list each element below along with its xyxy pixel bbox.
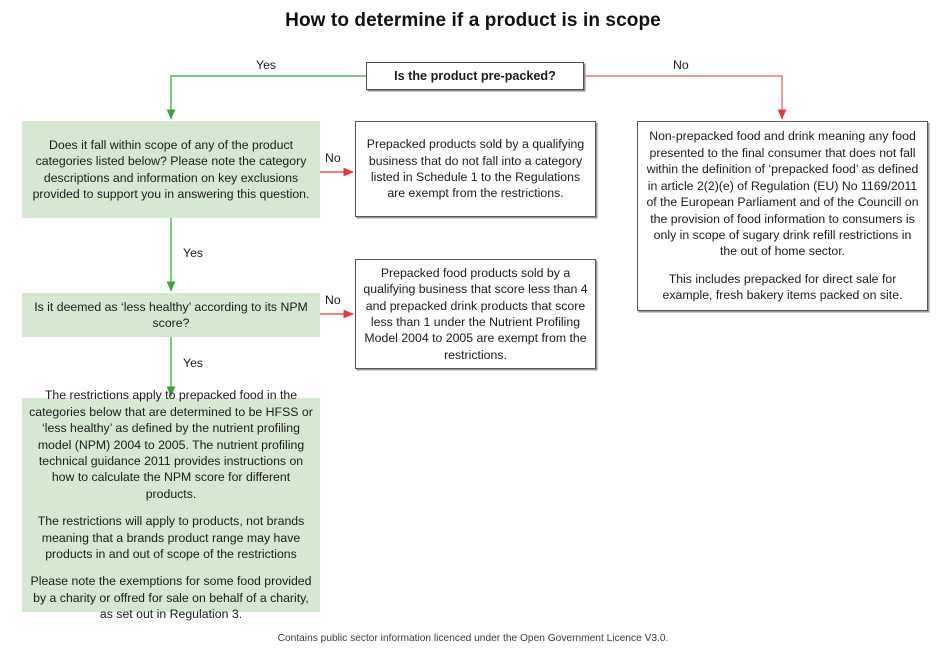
edge-label-scope-yes: Yes (183, 246, 204, 260)
edge-start-no (584, 75, 787, 120)
edge-label-start-yes: Yes (256, 58, 277, 72)
node-non-prepacked[interactable]: Non-prepacked food and drink meaning any… (637, 121, 928, 311)
node-restrictions-paragraph-2: The restrictions will apply to products,… (37, 514, 305, 562)
node-scope-question-label: Does it fall within scope of any of the … (32, 137, 310, 201)
node-start-is-product-prepacked[interactable]: Is the product pre-packed? (366, 62, 584, 90)
node-restrictions-paragraph-3: Please note the exemptions for some food… (30, 574, 312, 622)
node-non-prepacked-paragraph-2: This includes prepacked for direct sale … (662, 271, 903, 303)
edge-label-scope-no: No (325, 151, 341, 165)
edge-label-npm-no: No (325, 293, 341, 307)
node-non-prepacked-paragraph-1: Non-prepacked food and drink meaning any… (646, 129, 919, 259)
node-npm-question[interactable]: Is it deemed as ‘less healthy’ according… (22, 293, 320, 337)
node-scope-question[interactable]: Does it fall within scope of any of the … (22, 121, 320, 218)
node-restrictions-apply[interactable]: The restrictions apply to prepacked food… (22, 388, 320, 621)
node-start-label: Is the product pre-packed? (394, 68, 556, 83)
node-exempt-schedule-1-label: Prepacked products sold by a qualifying … (366, 137, 585, 201)
node-exempt-schedule-1[interactable]: Prepacked products sold by a qualifying … (355, 121, 596, 217)
node-restrictions-paragraph-1: The restrictions apply to prepacked food… (29, 388, 313, 501)
node-exempt-npm-label: Prepacked food products sold by a qualif… (363, 265, 588, 362)
footer-licence-text: Contains public sector information licen… (277, 633, 669, 644)
page-title: How to determine if a product is in scop… (285, 10, 661, 31)
node-exempt-npm[interactable]: Prepacked food products sold by a qualif… (355, 259, 596, 369)
edge-label-npm-yes: Yes (183, 356, 204, 370)
edge-label-start-no: No (673, 58, 689, 72)
edge-start-yes (166, 75, 366, 120)
node-npm-question-label: Is it deemed as ‘less healthy’ according… (34, 299, 308, 330)
